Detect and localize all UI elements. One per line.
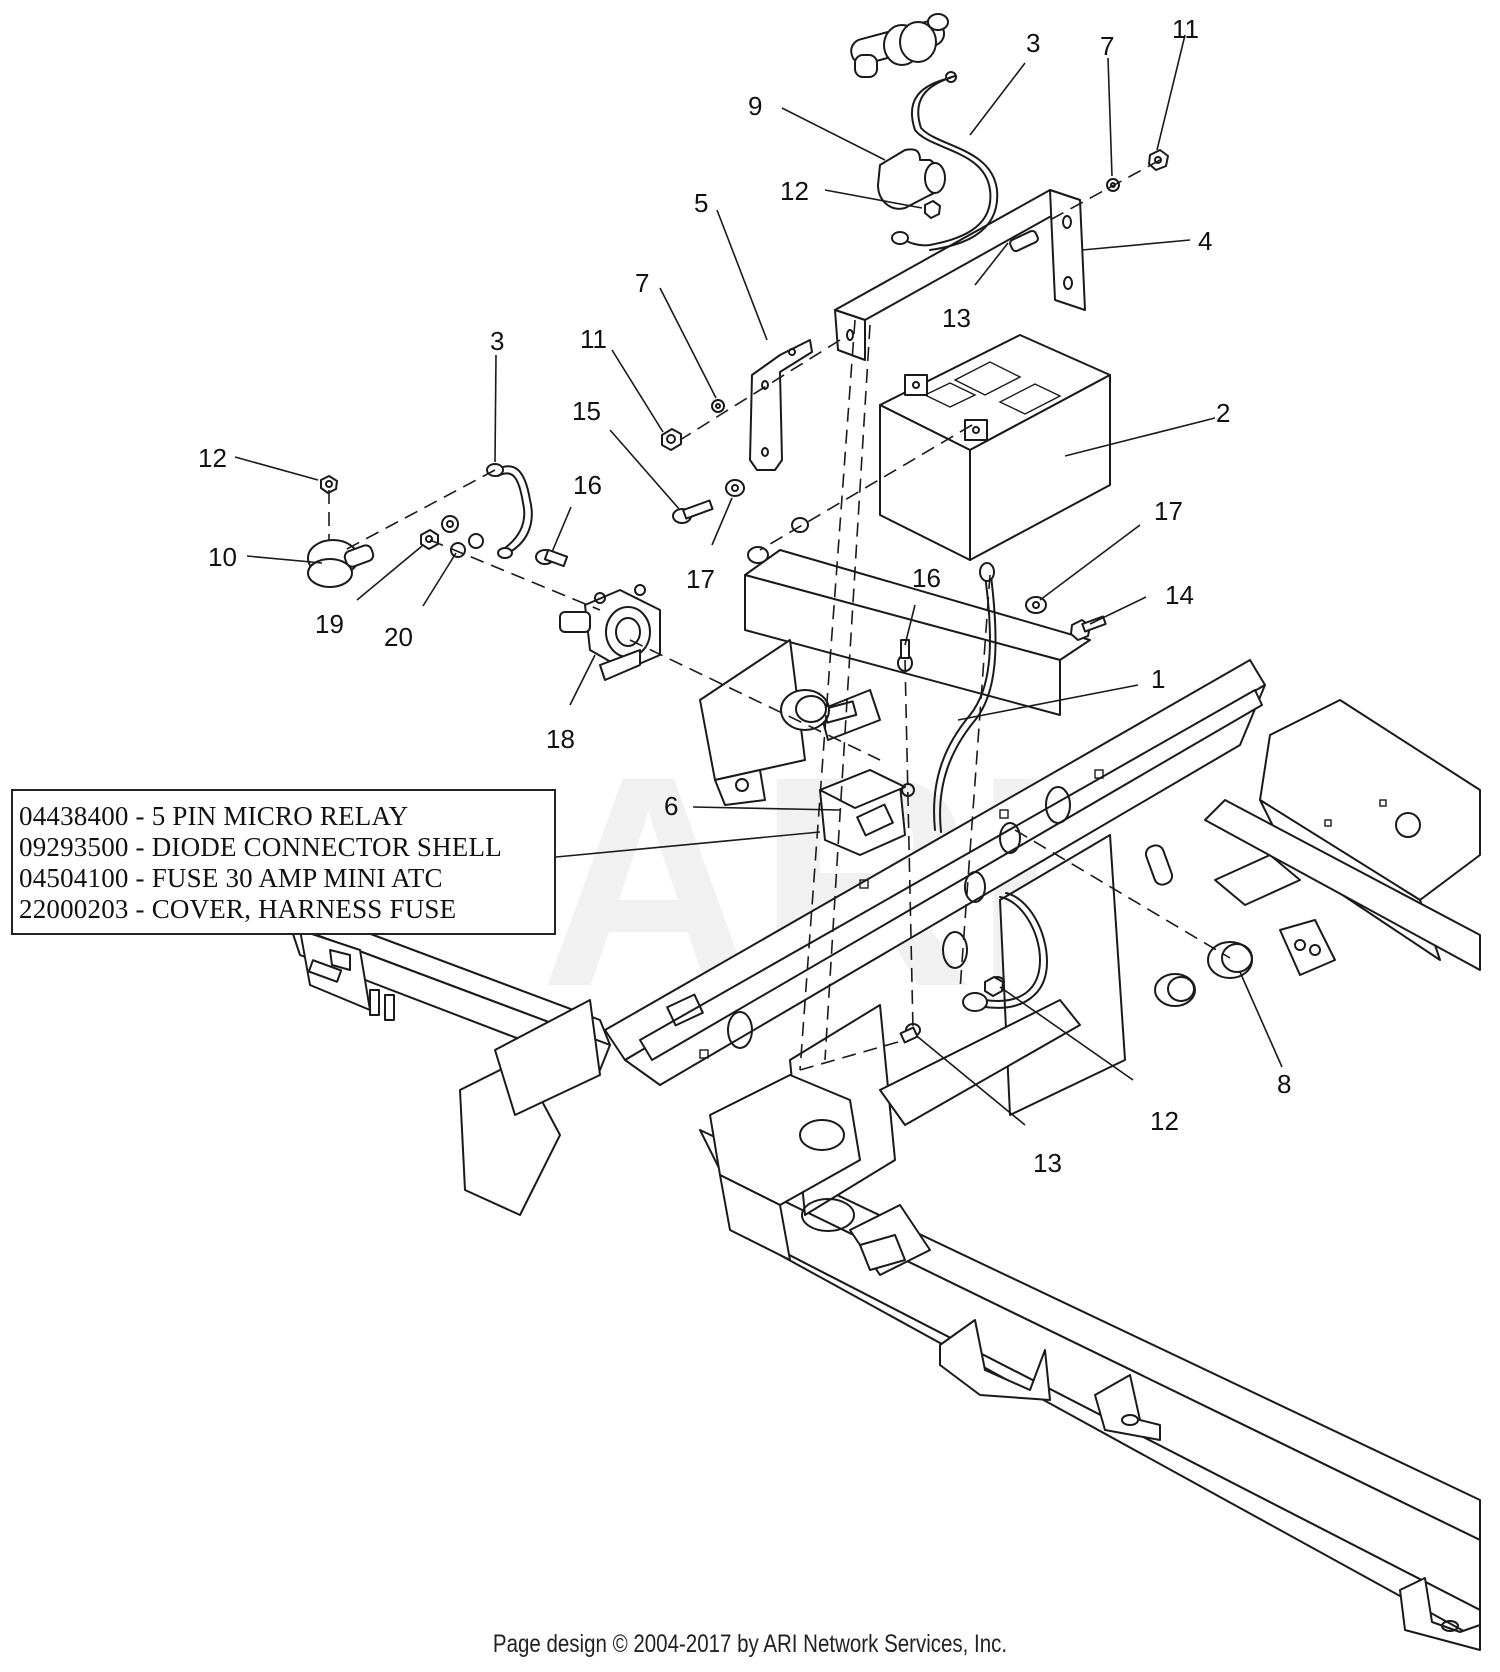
callout-9: 9	[748, 91, 762, 121]
leader-lines	[234, 34, 1283, 1126]
callout-4: 4	[1198, 226, 1212, 256]
callout-17-right: 17	[1154, 496, 1183, 526]
callout-5: 5	[694, 188, 708, 218]
starter-solenoid	[559, 584, 661, 681]
callout-3-left: 3	[490, 326, 504, 356]
bracket	[749, 339, 813, 471]
legend-line-relay: 04438400 - 5 PIN MICRO RELAY	[19, 801, 409, 831]
callout-16-right: 16	[912, 563, 941, 593]
callout-13-bottom: 13	[1033, 1148, 1062, 1178]
legend-line-diode-shell: 09293500 - DIODE CONNECTOR SHELL	[19, 832, 502, 862]
solenoid-cable	[486, 463, 533, 559]
callout-15: 15	[572, 396, 601, 426]
bushings	[780, 689, 1253, 1007]
cable-end-cover	[307, 539, 375, 588]
callout-12-left: 12	[198, 443, 227, 473]
callout-8: 8	[1277, 1069, 1291, 1099]
parts-legend-box: 04438400 - 5 PIN MICRO RELAY 09293500 - …	[11, 789, 556, 935]
callout-labels: 1 2 3 3 4 5 6 7 7 8 9 10 11 11 12 12 12 …	[198, 14, 1291, 1178]
terminal-cover	[877, 148, 946, 210]
breather-fitting	[850, 13, 949, 78]
callout-19: 19	[315, 609, 344, 639]
legend-line-fuse-cover: 22000203 - COVER, HARNESS FUSE	[19, 894, 457, 924]
callout-12-bottom: 12	[1150, 1106, 1179, 1136]
callout-11-left: 11	[580, 324, 607, 354]
page-footer-copyright: Page design © 2004-2017 by ARI Network S…	[492, 1630, 1008, 1658]
battery	[879, 334, 1111, 561]
callout-7-top: 7	[1100, 31, 1114, 61]
callout-13-top: 13	[942, 303, 971, 333]
callout-6: 6	[664, 791, 678, 821]
callout-2: 2	[1216, 398, 1230, 428]
callout-17-left: 17	[686, 564, 715, 594]
negative-battery-cable	[933, 562, 997, 833]
positive-battery-cable	[891, 71, 999, 251]
callout-1: 1	[1151, 664, 1165, 694]
callout-10: 10	[208, 542, 237, 572]
assembly-lines	[328, 159, 1231, 1071]
battery-hold-down-bracket	[834, 189, 1086, 361]
callout-18: 18	[546, 724, 575, 754]
legend-line-fuse: 04504100 - FUSE 30 AMP MINI ATC	[19, 863, 443, 893]
callout-14: 14	[1165, 580, 1194, 610]
callout-7-left: 7	[635, 268, 649, 298]
callout-20: 20	[384, 622, 413, 652]
callout-3-top: 3	[1026, 28, 1040, 58]
callout-11-top: 11	[1172, 14, 1199, 44]
callout-12-top: 12	[780, 176, 809, 206]
callout-16-left: 16	[573, 470, 602, 500]
